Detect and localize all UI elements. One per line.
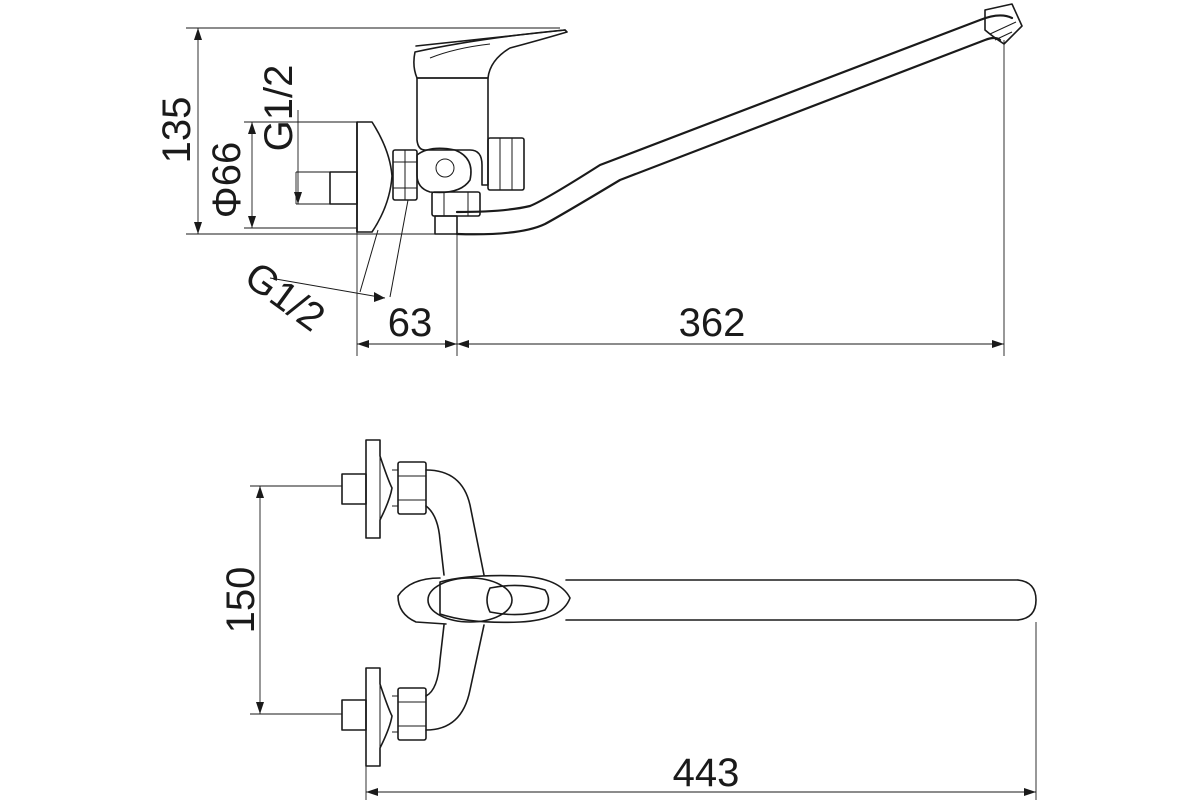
side-lever-handle xyxy=(413,29,568,79)
top-view: 150 443 xyxy=(219,439,1037,800)
dim-443-line xyxy=(365,622,1037,800)
top-upper-flange xyxy=(341,439,427,539)
dim-135-line xyxy=(186,27,560,235)
side-eccentric-leaders xyxy=(269,199,409,302)
dim-63-label: 63 xyxy=(388,301,433,345)
side-mixer-body xyxy=(416,77,489,194)
side-flange xyxy=(356,121,393,233)
dim-thread-top-label: G1/2 xyxy=(257,65,301,152)
side-spout xyxy=(455,3,1023,236)
side-cartridge-cap xyxy=(487,137,525,191)
dim-thread-top-line xyxy=(294,110,302,204)
side-eccentric-nut xyxy=(392,149,418,201)
top-lower-flange xyxy=(341,667,427,767)
dim-443-label: 443 xyxy=(673,751,740,795)
dim-150-label: 150 xyxy=(219,567,263,634)
top-body xyxy=(397,469,513,731)
dim-63-362-line xyxy=(356,40,1005,356)
dim-362-label: 362 xyxy=(679,301,746,345)
top-spout xyxy=(565,579,1037,621)
side-inlet-stub xyxy=(296,171,358,205)
dim-thread-bottom-label: G1/2 xyxy=(237,254,333,341)
top-lever xyxy=(439,574,571,624)
dim-150-line xyxy=(250,485,342,715)
dim-flange-dia-line xyxy=(244,121,357,229)
side-view: 135 Φ66 G1/2 G1/2 xyxy=(155,3,1023,356)
dim-flange-dia-label: Φ66 xyxy=(205,142,249,218)
dim-135-label: 135 xyxy=(155,97,199,164)
side-spout-nut xyxy=(431,191,481,235)
